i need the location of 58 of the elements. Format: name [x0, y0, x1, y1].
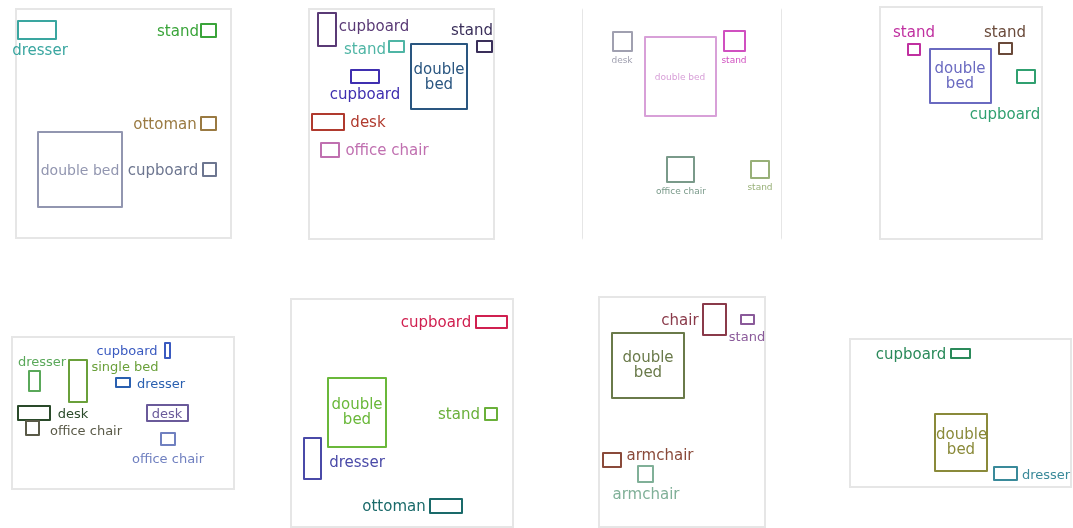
furniture-label: double bed	[621, 350, 675, 380]
furniture-label: dresser	[329, 454, 385, 470]
furniture-label: stand	[728, 329, 766, 343]
furniture-label: double bed	[933, 61, 987, 91]
furniture-label: cupboard	[969, 106, 1041, 122]
furniture-label: office chair	[131, 451, 205, 465]
room-outline	[879, 6, 1043, 240]
furniture-label: double bed	[654, 72, 706, 82]
furniture-box	[611, 332, 685, 399]
furniture-label: stand	[344, 41, 386, 57]
room-outline	[598, 296, 766, 528]
room-outline	[849, 338, 1072, 488]
furniture-label: cupboard	[338, 18, 410, 34]
furniture-label: stand	[451, 22, 493, 38]
furniture-label: desk	[611, 55, 633, 65]
furniture-label: dresser	[136, 376, 186, 390]
room-outline	[15, 8, 232, 239]
room-outline	[582, 8, 782, 240]
furniture-box	[934, 413, 988, 472]
furniture-label: ottoman	[133, 116, 197, 132]
furniture-box	[146, 404, 189, 422]
furniture-box	[929, 48, 992, 104]
furniture-label: stand	[157, 23, 199, 39]
furniture-label: stand	[984, 24, 1026, 40]
furniture-label: cupboard	[400, 314, 472, 330]
furniture-label: stand	[747, 182, 773, 192]
furniture-label: cupboard	[127, 162, 199, 178]
furniture-label: cupboard	[96, 343, 158, 357]
furniture-label: dresser	[17, 354, 67, 368]
furniture-label: cupboard	[329, 86, 401, 102]
room-outline	[290, 298, 514, 528]
furniture-label: dresser	[1021, 467, 1071, 481]
furniture-label: stand	[893, 24, 935, 40]
furniture-label: desk	[350, 114, 386, 130]
furniture-label: armchair	[626, 447, 694, 463]
furniture-label: double bed	[330, 397, 384, 427]
furniture-label: cupboard	[875, 346, 947, 362]
furniture-label: desk	[151, 406, 183, 420]
furniture-label: double bed	[413, 62, 465, 92]
furniture-label: dresser	[12, 42, 68, 58]
furniture-label: stand	[721, 55, 747, 65]
furniture-box	[410, 43, 468, 110]
furniture-label: armchair	[612, 486, 680, 502]
room-outline	[11, 336, 235, 490]
furniture-label: office chair	[345, 142, 429, 158]
furniture-label: ottoman	[362, 498, 426, 514]
furniture-label: double bed	[936, 427, 986, 457]
furniture-label: double bed	[40, 163, 120, 177]
furniture-label: single bed	[91, 359, 159, 373]
furniture-label: stand	[438, 406, 480, 422]
furniture-box	[644, 36, 717, 117]
furniture-label: chair	[661, 312, 699, 328]
furniture-label: office chair	[49, 423, 123, 437]
furniture-box	[37, 131, 123, 208]
furniture-label: office chair	[656, 186, 706, 196]
furniture-box	[327, 377, 387, 448]
room-outline	[308, 8, 495, 240]
furniture-label: desk	[57, 406, 89, 420]
